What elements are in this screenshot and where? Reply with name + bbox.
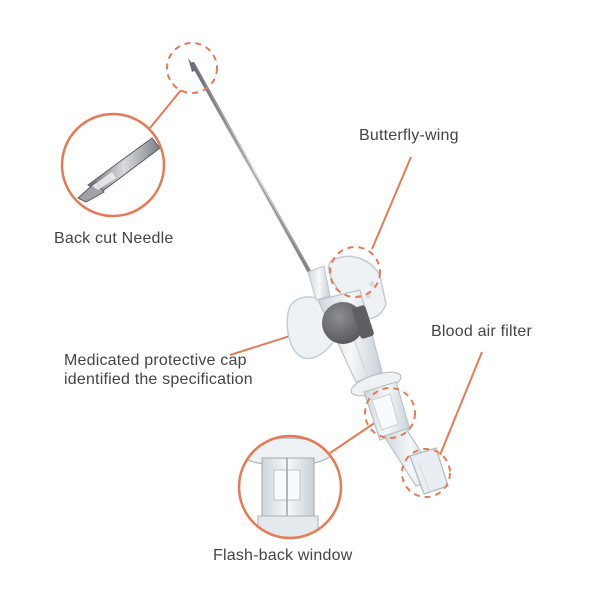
- flash-back-window-marker: [364, 387, 416, 439]
- leader-line-filter: [439, 351, 483, 456]
- flash-back-magnifier: [237, 434, 343, 540]
- butterfly-wing-marker: [329, 246, 381, 298]
- label-back-cut-needle: Back cut Needle: [54, 230, 174, 247]
- label-flash-back-window: Flash-back window: [213, 547, 353, 564]
- leader-line-flash: [329, 421, 377, 454]
- leader-line-needle: [149, 89, 182, 129]
- needle-magnifier: [60, 112, 166, 218]
- blood-air-filter-marker: [401, 448, 451, 498]
- needle-tip: [188, 58, 197, 72]
- leader-line-wing: [371, 156, 412, 250]
- label-butterfly-wing: Butterfly-wing: [359, 127, 459, 144]
- right-wing: [327, 255, 387, 320]
- needle-tip-marker: [166, 42, 218, 94]
- catheter-body: [286, 255, 449, 495]
- label-blood-air-filter: Blood air filter: [431, 323, 533, 340]
- label-protective-cap: Medicated protective cap identified the …: [64, 352, 253, 388]
- callout-markers: [166, 42, 451, 498]
- needle: [188, 58, 320, 289]
